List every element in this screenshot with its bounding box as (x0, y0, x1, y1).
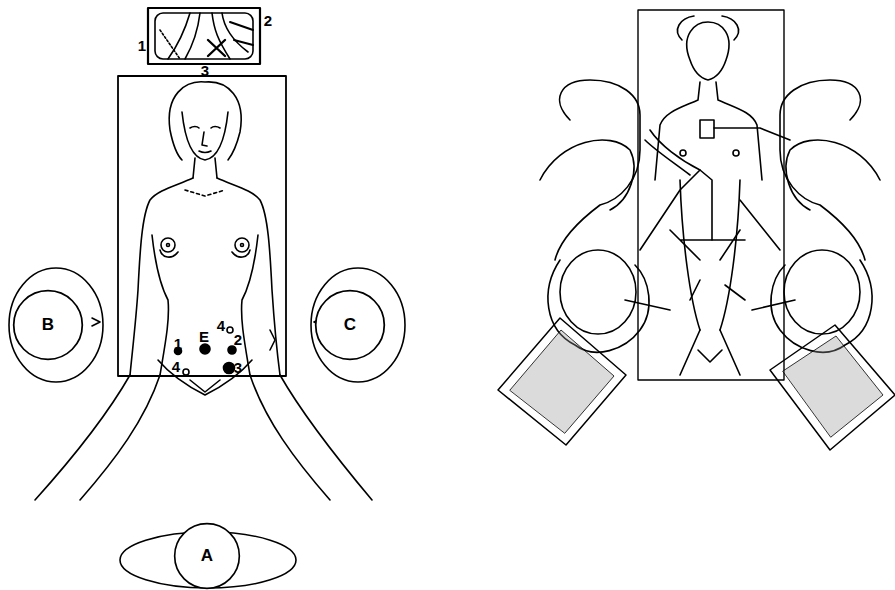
head-outline (175, 524, 240, 589)
head-outline (14, 291, 83, 360)
surgeon-shoulders (311, 268, 405, 382)
callout-number: 2 (234, 332, 242, 347)
position-letter: A (201, 546, 213, 566)
callout-number: 2 (264, 13, 272, 28)
position-letter: C (344, 315, 356, 335)
callout-number: 4 (172, 359, 180, 374)
head-outline (316, 291, 385, 360)
monitor (148, 8, 260, 64)
callout-number: E (199, 329, 209, 344)
callout-number: 4 (217, 318, 225, 333)
operating-scene (498, 10, 895, 450)
surgeon-shoulders (9, 268, 103, 382)
operating-table (118, 76, 286, 376)
callout-number: 3 (234, 360, 242, 375)
callout-number: 1 (174, 336, 182, 351)
patient-figure (35, 82, 372, 500)
surgeon-position: B (13, 290, 83, 360)
surgeon-position: A (174, 523, 240, 589)
nose-mark (92, 318, 322, 533)
surgeon-position: C (315, 290, 385, 360)
position-letter: B (42, 315, 54, 335)
port-sites (175, 327, 237, 375)
callout-number: 1 (138, 38, 146, 53)
callout-number: 3 (201, 63, 209, 78)
